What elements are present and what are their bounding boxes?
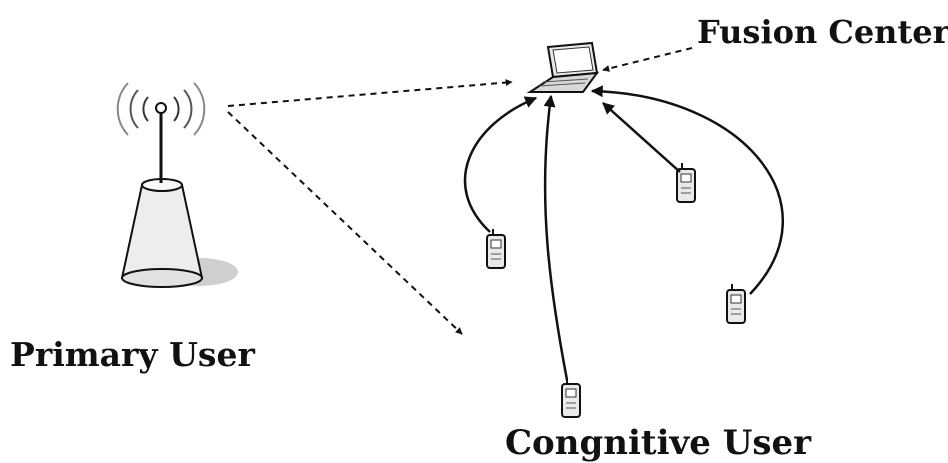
report-arrow-bottom: [543, 94, 569, 381]
report-arrow-left: [463, 96, 538, 233]
radio-tower-icon: [116, 82, 238, 288]
report-arrow-upper-right: [602, 102, 681, 173]
primary-to-cognitive-arrow: [227, 111, 463, 335]
mobile-phone-icon: [676, 163, 696, 203]
mobile-phone-icon: [486, 229, 506, 269]
fusion-label-pointer-arrow: [602, 47, 693, 72]
cognitive-user-label: Congnitive User: [505, 423, 812, 463]
primary-user-label: Primary User: [10, 335, 255, 374]
report-arrow-far-right: [590, 85, 784, 295]
mobile-phone-icon: [561, 378, 581, 418]
primary-to-fusion-arrow: [227, 79, 513, 107]
laptop-icon: [526, 41, 600, 93]
mobile-phone-icon: [726, 284, 746, 324]
fusion-center-label: Fusion Center: [697, 13, 948, 51]
